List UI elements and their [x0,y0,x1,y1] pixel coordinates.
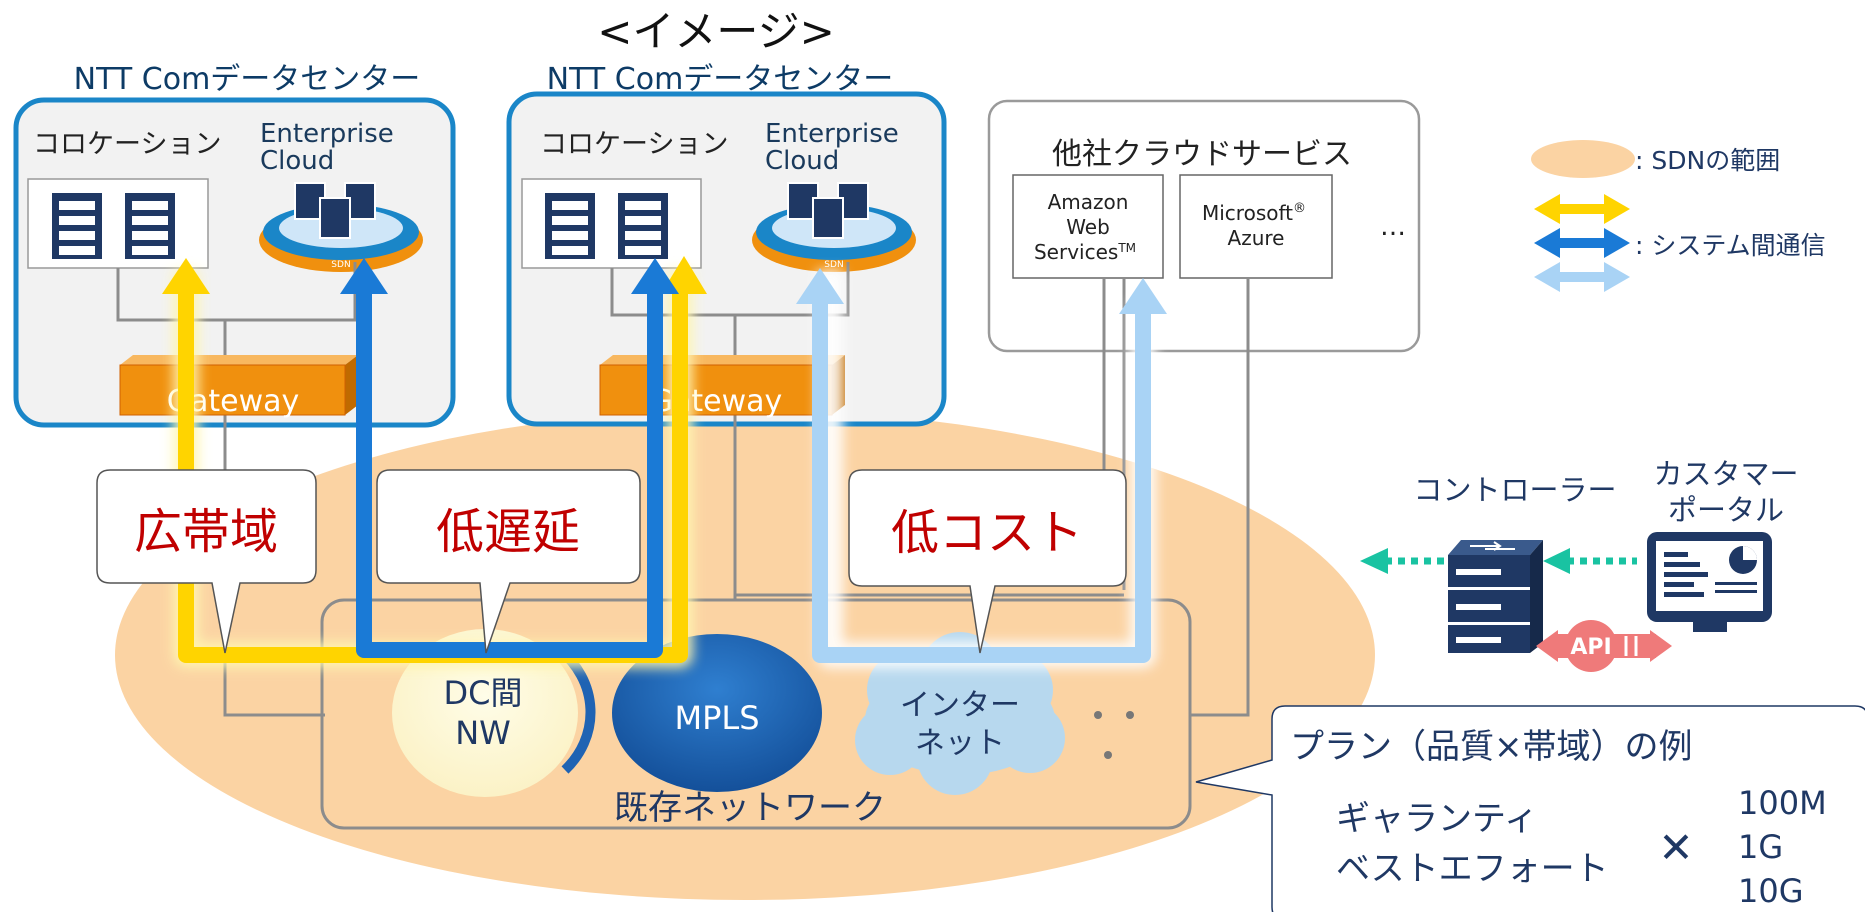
portal-dotted-arrow [1543,548,1637,574]
azure-label-1: Microsoft® [1202,201,1306,225]
existing-network-label: 既存ネットワーク [614,788,886,828]
dc1-colocation-label: コロケーション [33,129,221,160]
mpls-label: MPLS [674,699,759,737]
page-title: <イメージ> [597,7,835,56]
dc1-server-icon-a [52,193,102,259]
lightblue-flow-head-1 [796,268,844,304]
legend-blue-arrow [1534,228,1630,258]
plan-bandwidth-10g: 10G [1738,872,1804,910]
callout-low-latency-text: 低遅延 [436,504,580,560]
dc2-colocation-label: コロケーション [540,129,728,160]
lightblue-flow-path [812,300,1151,663]
existing-network-box [320,598,1192,830]
legend-yellow-arrow [1534,194,1630,224]
other-cloud-ellipsis: … [1380,212,1406,242]
dc2-server-icon-b [618,193,668,259]
plan-bandwidth-100m: 100M [1738,784,1827,822]
legend-sdn-swatch [1531,140,1635,178]
legend-lightblue-arrow [1534,262,1630,292]
dc2-server-icon-a [545,193,595,259]
plan-title: プラン（品質×帯域）の例 [1290,727,1693,767]
mpls-network [612,634,822,792]
dc1-gateway: Gateway [119,355,358,419]
callout-broadband: 広帯域 [96,469,317,654]
dc2-ec-label-2: Cloud [765,146,839,176]
controller-label: コントローラー [1413,473,1616,507]
plan-quality-guarantee: ギャランティ [1336,799,1538,839]
controller-left-dotted-arrow [1360,548,1445,574]
internet-label-2: ネット [915,726,1005,761]
blue-flow-path [356,290,663,658]
customer-portal-icon [1647,532,1772,632]
dc2-title: NTT Comデータセンター [547,62,894,97]
callout-low-latency: 低遅延 [376,469,641,654]
dc2-gateway: Gateway [599,355,845,419]
portal-label-2: ポータル [1668,493,1784,527]
plan-bandwidth-1g: 1G [1738,828,1783,866]
internet-label-1: インター [900,688,1020,723]
dc-interconnect-label-1: DC間 [444,674,523,712]
other-cloud-title: 他社クラウドサービス [1052,137,1352,172]
legend-inter-system-label: : システム間通信 [1635,231,1826,260]
dc1-ec-label-1: Enterprise [260,119,394,149]
plan-quality-best-effort: ベストエフォート [1336,849,1609,889]
legend-sdn-label: : SDNの範囲 [1635,146,1780,175]
dc1-ec-label-2: Cloud [260,146,334,176]
azure-box [1179,174,1333,279]
plan-times-symbol: ✕ [1658,823,1693,872]
api-label: API [1570,635,1611,660]
lightblue-flow-head-2 [1119,278,1167,314]
azure-label-2: Azure [1228,226,1285,250]
yellow-flow-head-1 [162,258,210,294]
aws-label-3: ServicesTM [1034,240,1136,264]
dc2-enterprise-cloud-sdn-icon: SDN [752,182,916,272]
network-more-dots [1094,711,1134,759]
dc-interconnect-network [392,629,578,797]
dc-interconnect-label-2: NW [455,714,511,752]
aws-label-2: Web [1066,215,1110,239]
dc1-title: NTT Comデータセンター [74,62,421,97]
dc2-connection-lines [610,262,850,600]
controller-icon [1448,540,1543,653]
aws-box [1012,174,1164,279]
api-badge: API [1536,620,1672,672]
dc2-ec-label-1: Enterprise [765,119,899,149]
portal-label-1: カスタマー [1653,457,1798,491]
aws-label-1: Amazon [1048,190,1129,214]
blue-flow-head-1 [340,258,388,294]
svg-text:SDN: SDN [331,260,350,270]
dc1-enterprise-cloud-sdn-icon: SDN [259,182,423,272]
dc1-server-icon-b [125,193,175,259]
callout-low-cost: 低コスト [848,469,1127,654]
svg-text:SDN: SDN [824,260,843,270]
callout-broadband-text: 広帯域 [134,504,278,560]
callout-low-cost-text: 低コスト [891,505,1083,561]
blue-flow-head-2 [631,258,679,294]
